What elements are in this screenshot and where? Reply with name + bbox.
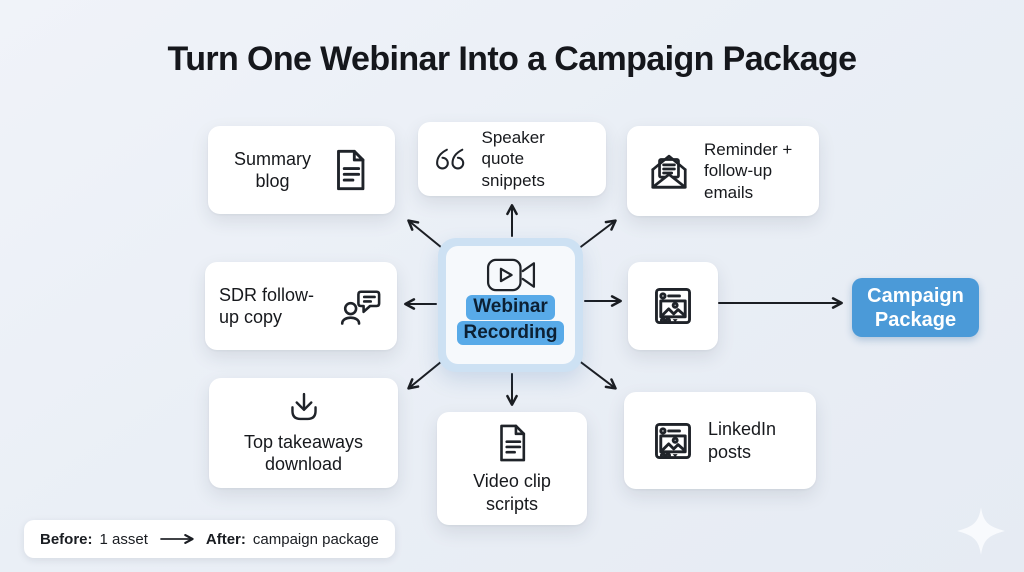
webinar-recording-label-line2: Recording: [456, 320, 565, 346]
page-title: Turn One Webinar Into a Campaign Package: [167, 40, 857, 78]
card-sdr-copy: SDR follow-up copy: [205, 262, 397, 350]
reminder-emails-label: Reminder + follow-up emails: [704, 140, 793, 202]
before-after-caption: Before: 1 asset After: campaign package: [24, 520, 395, 558]
card-top-takeaways: Top takeaways download: [209, 378, 398, 488]
video-camera-icon: [486, 258, 535, 292]
linkedin-posts-label: LinkedIn posts: [708, 419, 777, 462]
arrow-icon: [160, 534, 194, 544]
document-icon: [500, 424, 526, 462]
center-node-inner: Webinar Recording: [446, 246, 575, 364]
card-speaker-quote: Speaker quote snippets: [418, 122, 606, 196]
webinar-recording-label-line1: Webinar: [466, 295, 555, 320]
speaker-quote-label: Speaker quote snippets: [481, 128, 545, 190]
summary-blog-label: Summary blog: [233, 148, 311, 191]
quote-icon: [435, 148, 464, 169]
open-email-icon: [651, 154, 687, 189]
before-label: Before:: [40, 530, 93, 548]
card-video-scripts: Video clip scripts: [437, 412, 587, 525]
card-summary-blog: Summary blog: [208, 126, 395, 214]
sdr-copy-label: SDR follow-up copy: [219, 284, 315, 327]
card-linkedin-posts: LinkedIn posts: [624, 392, 816, 489]
social-post-icon: [655, 288, 691, 324]
after-value: campaign package: [252, 530, 379, 548]
center-node-webinar-recording: Webinar Recording: [438, 238, 583, 372]
top-takeaways-label: Top takeaways download: [243, 431, 364, 474]
person-chat-icon: [340, 290, 381, 325]
social-post-icon: [655, 422, 691, 459]
campaign-package-label: Campaign Package: [867, 284, 964, 331]
card-reminder-emails: Reminder + follow-up emails: [627, 126, 819, 216]
before-value: 1 asset: [99, 530, 148, 548]
campaign-package-button: Campaign Package: [852, 278, 979, 337]
document-icon: [336, 149, 364, 191]
video-scripts-label: Video clip scripts: [473, 471, 551, 514]
sparkle-logo-icon: [957, 507, 1005, 555]
after-label: After:: [205, 530, 246, 548]
card-social-post: [628, 262, 718, 350]
download-icon: [290, 392, 317, 420]
